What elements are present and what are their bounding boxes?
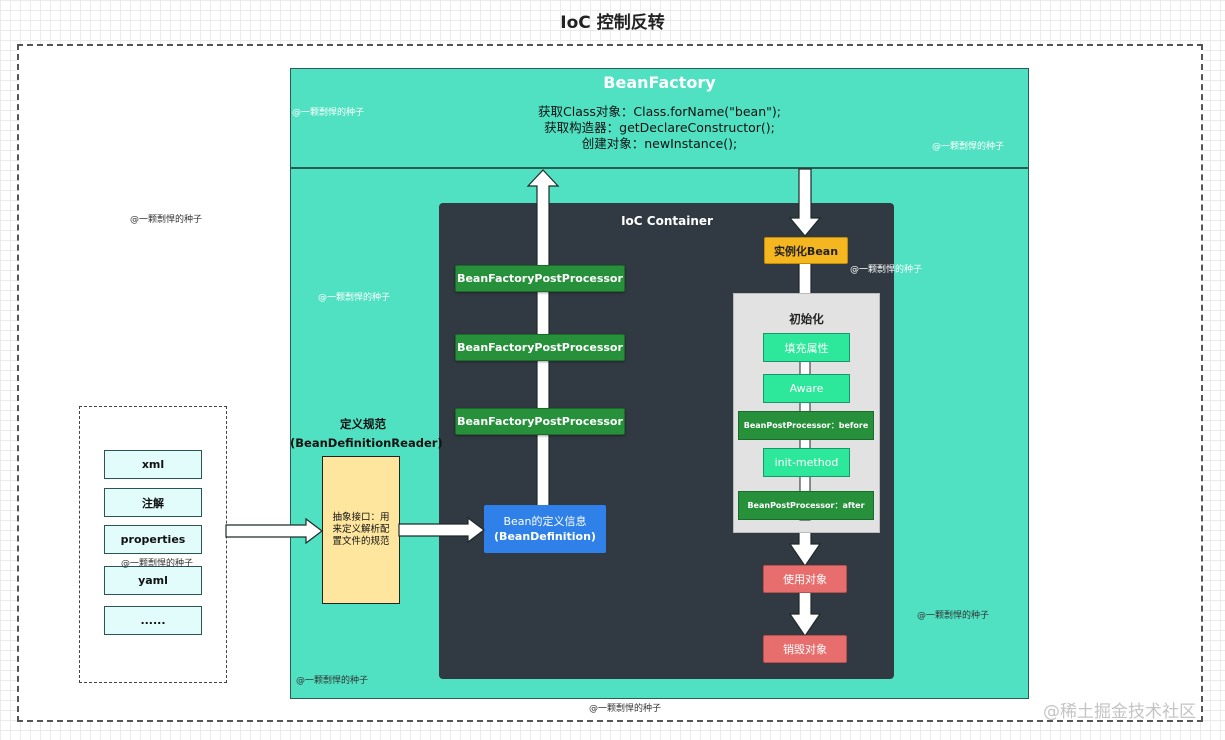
source-annotation: 注解 <box>104 488 202 517</box>
code-line-get-constructor: 获取构造器：getDeclareConstructor(); <box>544 120 775 135</box>
diagram-title: IoC 控制反转 <box>560 13 665 33</box>
step-post-processor-before: BeanPostProcessor：before <box>738 411 874 440</box>
bean-definition-reader-box: 抽象接口：用来定义解析配置文件的规范 <box>322 456 400 604</box>
ioc-container-title: IoC Container <box>621 214 713 228</box>
source-more: ...... <box>104 606 202 635</box>
down-arrow-destroy <box>788 589 822 638</box>
reader-label: 定义规范 <box>340 417 386 431</box>
bean-factory-divider <box>290 167 1029 169</box>
reader-name: (BeanDefinitionReader) <box>290 436 443 450</box>
watermark: @一颗剽悍的种子 <box>296 676 369 686</box>
watermark: @一颗剽悍的种子 <box>318 293 391 303</box>
source-properties: properties <box>104 525 202 554</box>
instantiate-bean-box: 实例化Bean <box>764 237 848 264</box>
bean-definition-class: (BeanDefinition) <box>494 530 596 543</box>
source-xml: xml <box>104 450 202 479</box>
use-object-box: 使用对象 <box>763 565 847 593</box>
initialization-title: 初始化 <box>789 312 824 326</box>
code-line-new-instance: 创建对象：newInstance(); <box>581 136 738 151</box>
brand-watermark: @稀土掘金技术社区 <box>1043 702 1196 722</box>
down-arrow-instantiate <box>788 168 822 237</box>
step-aware: Aware <box>763 374 850 403</box>
source-yaml: yaml <box>104 566 202 595</box>
watermark: @一颗剽悍的种子 <box>589 704 662 714</box>
step-init-method: init-method <box>763 448 850 477</box>
bean-factory-post-processor-1: BeanFactoryPostProcessor <box>455 265 625 292</box>
bean-definition-box: Bean的定义信息 (BeanDefinition) <box>484 505 606 553</box>
destroy-object-box: 销毁对象 <box>763 635 847 663</box>
watermark: @一颗剽悍的种子 <box>292 108 365 118</box>
watermark: @一颗剽悍的种子 <box>917 611 990 621</box>
watermark: @一颗剽悍的种子 <box>130 215 203 225</box>
right-arrow-to-reader <box>225 517 323 545</box>
watermark: @一颗剽悍的种子 <box>932 142 1005 152</box>
watermark: @一颗剽悍的种子 <box>121 559 194 569</box>
step-populate-properties: 填充属性 <box>763 333 850 362</box>
right-arrow-to-definition <box>398 516 485 544</box>
bean-factory-post-processor-3: BeanFactoryPostProcessor <box>455 408 625 435</box>
code-line-get-class: 获取Class对象：Class.forName("bean"); <box>538 104 781 119</box>
step-post-processor-after: BeanPostProcessor：after <box>738 491 874 520</box>
bean-factory-post-processor-2: BeanFactoryPostProcessor <box>455 334 625 361</box>
bean-factory-title: BeanFactory <box>603 73 716 92</box>
watermark: @一颗剽悍的种子 <box>850 265 923 275</box>
bean-definition-label: Bean的定义信息 <box>503 515 587 528</box>
